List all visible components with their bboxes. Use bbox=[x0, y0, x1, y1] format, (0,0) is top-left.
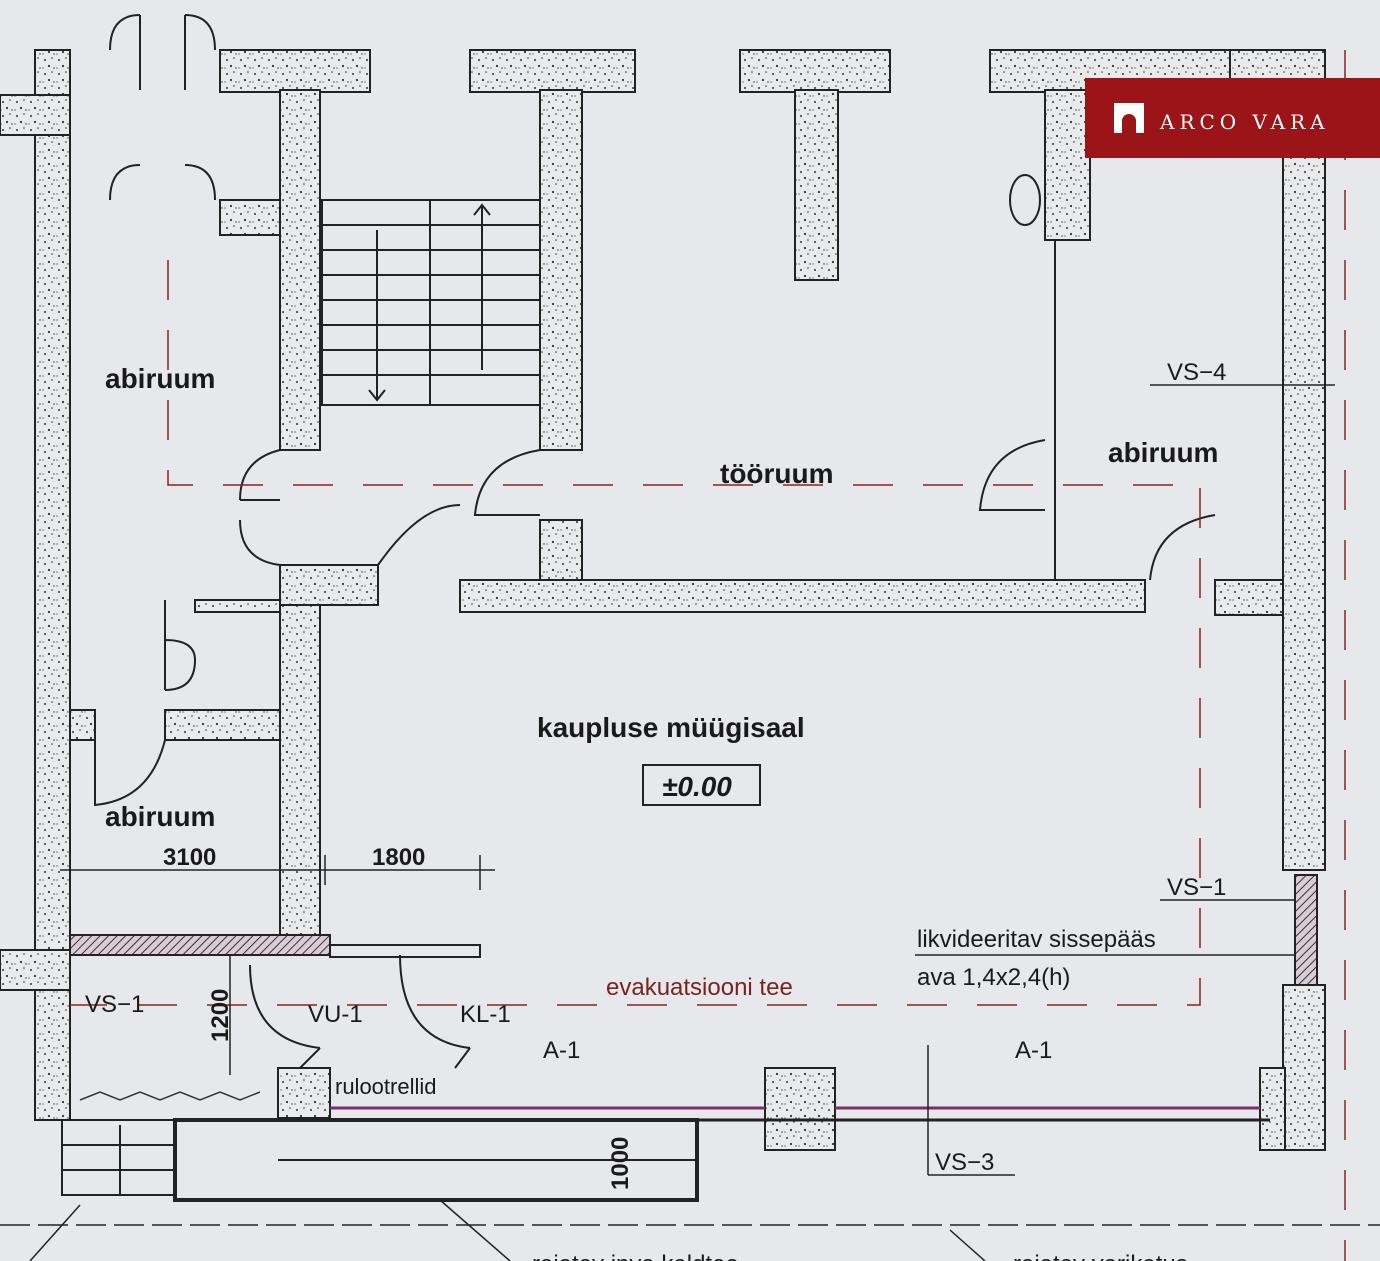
room-label-abiruum-right: abiruum bbox=[1108, 437, 1218, 468]
walls bbox=[0, 49, 1326, 1151]
tag-a1-right: A-1 bbox=[1015, 1037, 1052, 1064]
note-entrance-2: ava 1,4x2,4(h) bbox=[917, 964, 1070, 991]
evacuation-route bbox=[0, 50, 1380, 1261]
doors bbox=[94, 14, 1216, 1069]
note-ramp: rajatav inva kaldtee bbox=[532, 1251, 739, 1261]
tag-kl1: KL-1 bbox=[460, 1001, 511, 1028]
tag-vs1-right: VS−1 bbox=[1167, 874, 1226, 901]
note-entrance-1: likvideeritav sissepääs bbox=[917, 926, 1156, 953]
note-shutters: rulootrellid bbox=[335, 1074, 437, 1099]
arco-vara-logo: ARCO VARA bbox=[1085, 78, 1380, 158]
tag-vs3: VS−3 bbox=[935, 1149, 994, 1176]
dimension-1200: 1200 bbox=[207, 989, 234, 1042]
tag-vu1: VU-1 bbox=[308, 1001, 363, 1028]
note-canopy: rajatav varikatus bbox=[1013, 1251, 1188, 1261]
note-evacuation: evakuatsiooni tee bbox=[606, 974, 793, 1001]
tag-a1-left: A-1 bbox=[543, 1037, 580, 1064]
floor-level: ±0.00 bbox=[662, 771, 732, 802]
tag-vs4: VS−4 bbox=[1167, 359, 1226, 386]
room-label-sales-hall: kaupluse müügisaal bbox=[537, 712, 805, 743]
room-label-tooruum: tööruum bbox=[720, 458, 834, 489]
room-label-abiruum-bottom: abiruum bbox=[105, 801, 215, 832]
staircase bbox=[61, 199, 699, 1202]
dimension-lines bbox=[29, 384, 1335, 1261]
tag-vs1-left: VS−1 bbox=[85, 991, 144, 1018]
logo-text: ARCO VARA bbox=[1160, 110, 1330, 134]
arch-icon bbox=[1114, 103, 1144, 133]
dimension-3100: 3100 bbox=[163, 844, 216, 871]
room-label-abiruum: abiruum bbox=[105, 363, 215, 394]
dimension-1000: 1000 bbox=[607, 1137, 634, 1190]
dimension-1800: 1800 bbox=[372, 844, 425, 871]
